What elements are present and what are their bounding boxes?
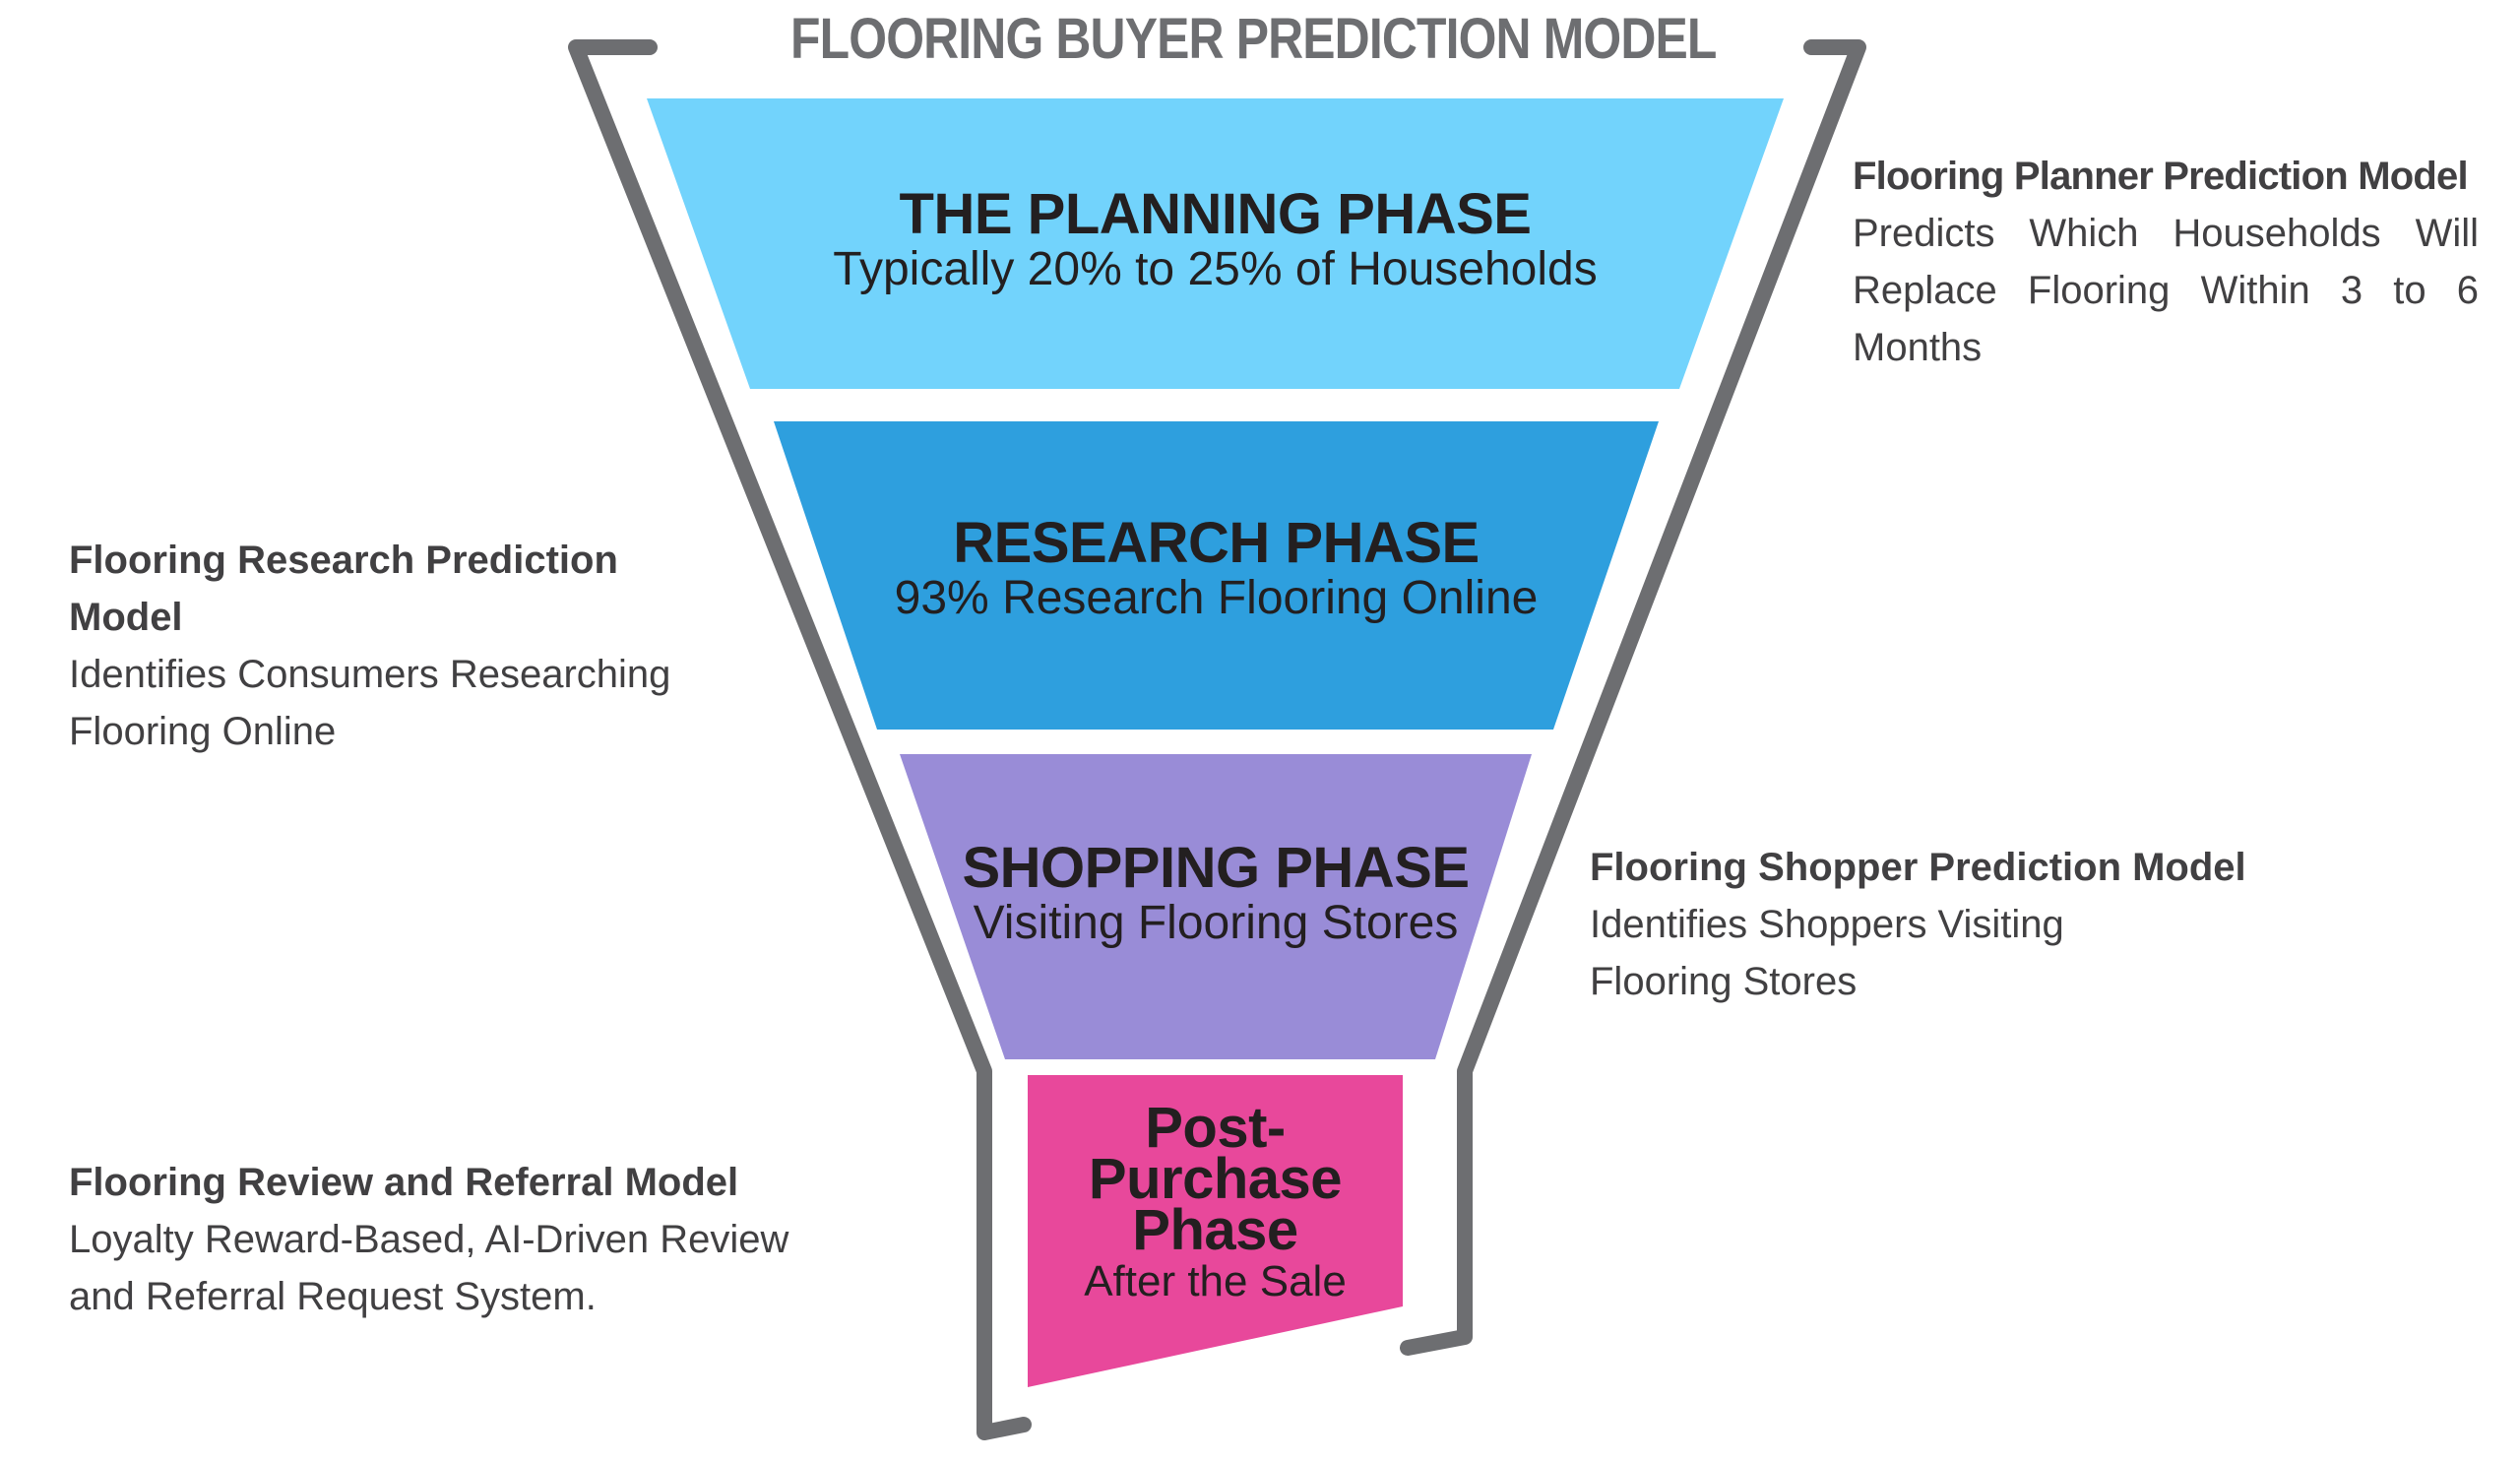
planner-model-title: Flooring Planner Prediction Model: [1853, 155, 2469, 198]
planning-phase-segment: [647, 98, 1784, 389]
research-model-note: Flooring Research Prediction Model Ident…: [69, 532, 699, 760]
review-model-title: Flooring Review and Referral Model: [69, 1161, 739, 1204]
post-purchase-heading-line-2: Purchase: [1088, 1147, 1343, 1211]
research-model-title: Flooring Research Prediction Model: [69, 539, 618, 639]
shopper-model-description: Identifies Shoppers Visiting Flooring St…: [1590, 903, 2064, 1003]
planner-model-description: Predicts Which Households Will Replace F…: [1853, 212, 2479, 369]
shopping-phase-segment: [900, 754, 1532, 1059]
planning-phase-subtitle: Typically 20% to 25% of Households: [833, 243, 1598, 295]
research-model-description: Identifies Consumers Researching Floorin…: [69, 653, 671, 753]
post-purchase-heading-line-3: Phase: [1132, 1198, 1298, 1262]
shopper-model-title: Flooring Shopper Prediction Model: [1590, 846, 2246, 889]
shopper-model-note: Flooring Shopper Prediction Model Identi…: [1590, 839, 2338, 1010]
post-purchase-subtitle: After the Sale: [1084, 1257, 1347, 1305]
planner-model-note: Flooring Planner Prediction Model Predic…: [1853, 148, 2479, 376]
diagram-title: FLOORING BUYER PREDICTION MODEL: [790, 7, 1717, 71]
research-phase-segment: [774, 421, 1659, 730]
research-phase-heading: RESEARCH PHASE: [953, 511, 1480, 575]
post-purchase-heading-line-1: Post-: [1145, 1096, 1286, 1160]
shopping-phase-heading: SHOPPING PHASE: [962, 836, 1470, 900]
planning-phase-heading: THE PLANNING PHASE: [899, 182, 1532, 246]
post-purchase-phase: Post- Purchase Phase After the Sale: [1028, 1096, 1403, 1307]
research-phase: RESEARCH PHASE 93% Research Flooring Onl…: [774, 514, 1659, 624]
research-phase-subtitle: 93% Research Flooring Online: [894, 572, 1539, 624]
review-model-description: Loyalty Reward-Based, AI-Driven Review a…: [69, 1218, 789, 1318]
shopping-phase: SHOPPING PHASE Visiting Flooring Stores: [900, 839, 1532, 949]
shopping-phase-subtitle: Visiting Flooring Stores: [973, 897, 1459, 949]
post-purchase-phase-segment: [1028, 1075, 1403, 1387]
review-model-note: Flooring Review and Referral Model Loyal…: [69, 1154, 856, 1325]
planning-phase: THE PLANNING PHASE Typically 20% to 25% …: [647, 185, 1784, 295]
funnel-outline: [568, 39, 1866, 1440]
